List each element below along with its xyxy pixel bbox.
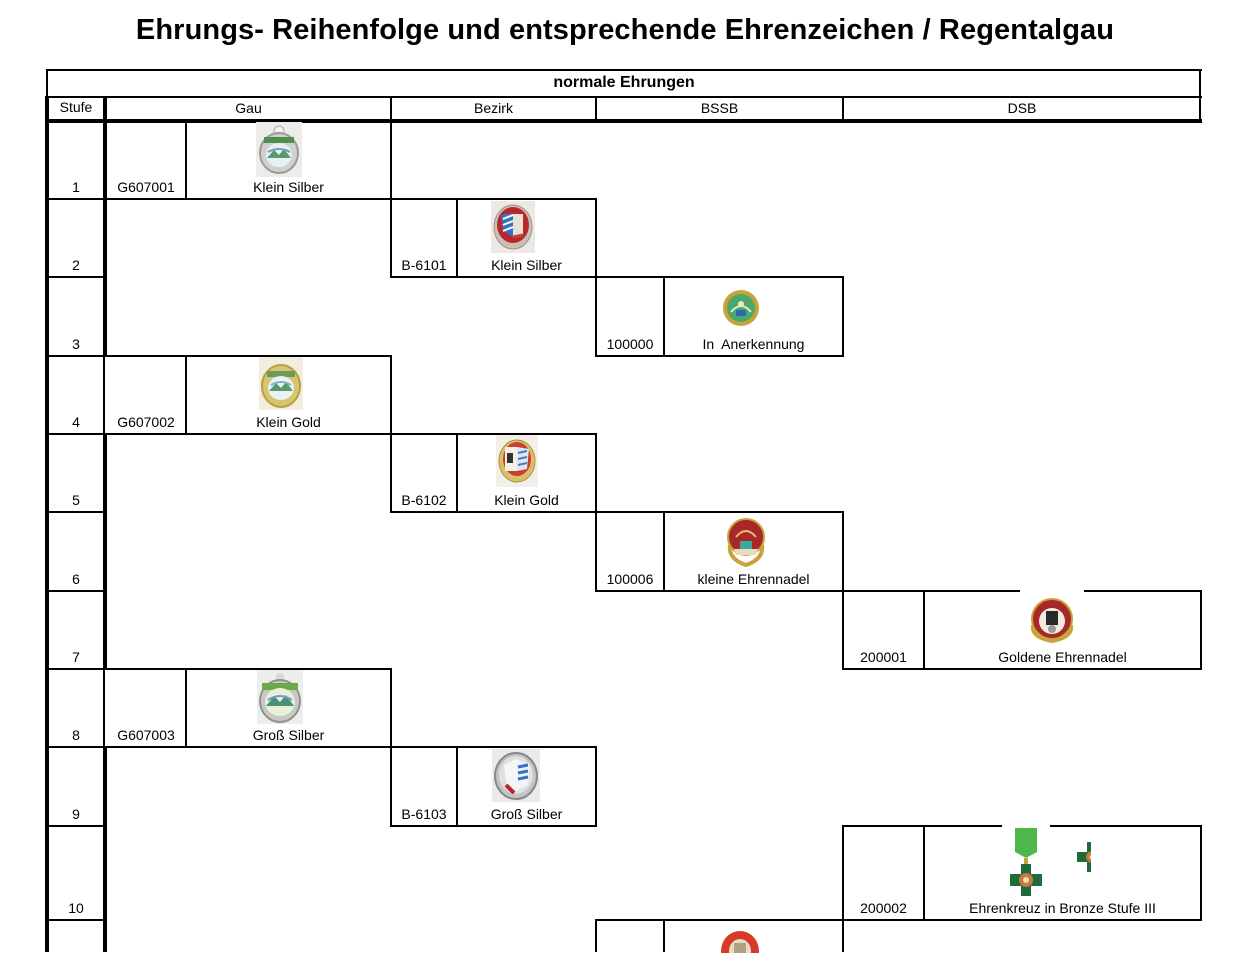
bssb-dsb-header-divider <box>842 97 844 121</box>
bezirk-bssb-header-divider <box>595 97 597 121</box>
stufe-number: 6 <box>72 571 80 587</box>
cell-border <box>185 122 187 200</box>
stufe-divider <box>103 96 107 952</box>
award-code: 100000 <box>606 336 654 352</box>
header-divider <box>46 119 1202 123</box>
award-name: Groß Silber <box>252 727 325 743</box>
cell-border <box>456 433 458 513</box>
award-cell <box>105 668 392 748</box>
cell-border <box>105 198 392 200</box>
cell-border <box>595 919 597 952</box>
table-border-right <box>1199 69 1201 122</box>
bezirk-badge-silver-small-icon <box>491 201 535 253</box>
stufe-number: 1 <box>72 179 80 195</box>
gau-badge-silver-small-icon <box>256 122 302 177</box>
badge-backdrop <box>1020 588 1084 594</box>
award-name: Klein Gold <box>256 414 321 430</box>
cell-border <box>185 668 187 748</box>
award-code: 200002 <box>860 900 907 916</box>
bssb-recognition-badge-icon <box>723 290 759 326</box>
cell-border <box>663 511 665 592</box>
section-title: normale Ehrungen <box>553 74 695 91</box>
stufe-row-line <box>46 825 106 827</box>
award-code: B-6103 <box>401 806 447 822</box>
stufe-row-line <box>46 198 106 200</box>
cell-border <box>663 919 665 952</box>
award-cell <box>595 511 844 592</box>
bssb-small-honor-pin-icon <box>727 518 765 567</box>
page-title: Ehrungs- Reihenfolge und entsprechende E… <box>135 14 1115 46</box>
stufe-number: 8 <box>72 727 80 743</box>
header-gau: Gau <box>235 100 262 116</box>
cell-border <box>185 355 187 435</box>
award-code: G607002 <box>117 414 175 430</box>
header-bssb: BSSB <box>700 100 739 116</box>
table-border-left <box>45 96 49 952</box>
cell-border <box>663 276 665 357</box>
badge-backdrop <box>1002 823 1050 829</box>
bezirk-badge-gold-small-icon <box>496 435 538 487</box>
bssb-red-badge-icon <box>721 931 759 953</box>
award-name: In Anerkennung <box>702 336 805 352</box>
stufe-number: 3 <box>72 336 80 352</box>
table-border-left-top <box>46 69 48 98</box>
stufe-number: 4 <box>72 414 80 430</box>
award-code: G607001 <box>117 179 175 195</box>
stufe-row-line <box>46 590 106 592</box>
dsb-bronze-cross-icon <box>1010 828 1091 896</box>
gau-bezirk-header-divider <box>390 97 392 121</box>
award-name: Ehrenkreuz in Bronze Stufe III <box>969 900 1156 916</box>
award-cell <box>105 355 392 435</box>
award-name: Groß Silber <box>490 806 563 822</box>
stufe-row-line <box>46 919 106 921</box>
award-name: Klein Gold <box>494 492 559 508</box>
stufe-row-line <box>46 355 106 357</box>
section-divider <box>46 96 1202 98</box>
gau-badge-silver-large-icon <box>257 670 303 724</box>
stufe-row-line <box>46 746 106 748</box>
cell-border <box>456 746 458 827</box>
award-name: Goldene Ehrennadel <box>998 649 1127 665</box>
gau-badge-gold-small-icon <box>259 357 303 410</box>
award-code: B-6101 <box>401 257 447 273</box>
cell-border <box>390 120 392 200</box>
bezirk-badge-silver-large-icon <box>492 749 540 802</box>
stufe-number: 10 <box>68 900 84 916</box>
header-bezirk: Bezirk <box>474 100 513 116</box>
award-cell <box>390 433 597 513</box>
award-name: Klein Silber <box>253 179 324 195</box>
stufe-number: 9 <box>72 806 80 822</box>
cell-border <box>923 590 925 670</box>
award-code: 200001 <box>860 649 907 665</box>
cell-border <box>456 198 458 278</box>
award-code: 100006 <box>606 571 654 587</box>
stufe-row-line <box>46 668 106 670</box>
stufe-number: 2 <box>72 257 80 273</box>
award-name: Klein Silber <box>491 257 562 273</box>
cell-border <box>923 825 925 921</box>
table-border-top <box>46 69 1202 71</box>
stufe-row-line <box>46 511 106 513</box>
header-stufe: Stufe <box>59 99 93 115</box>
header-dsb: DSB <box>1007 100 1037 116</box>
stufe-row-line <box>46 276 106 278</box>
cell-border <box>842 919 844 952</box>
stufe-number: 5 <box>72 492 80 508</box>
stufe-row-line <box>46 433 106 435</box>
award-cell <box>595 276 844 357</box>
award-code: G607003 <box>117 727 175 743</box>
cell-border <box>595 919 1202 921</box>
award-name: kleine Ehrennadel <box>697 571 810 587</box>
dsb-gold-honor-pin-icon <box>1030 598 1074 643</box>
award-code: B-6102 <box>401 492 447 508</box>
stufe-number: 7 <box>72 649 80 665</box>
